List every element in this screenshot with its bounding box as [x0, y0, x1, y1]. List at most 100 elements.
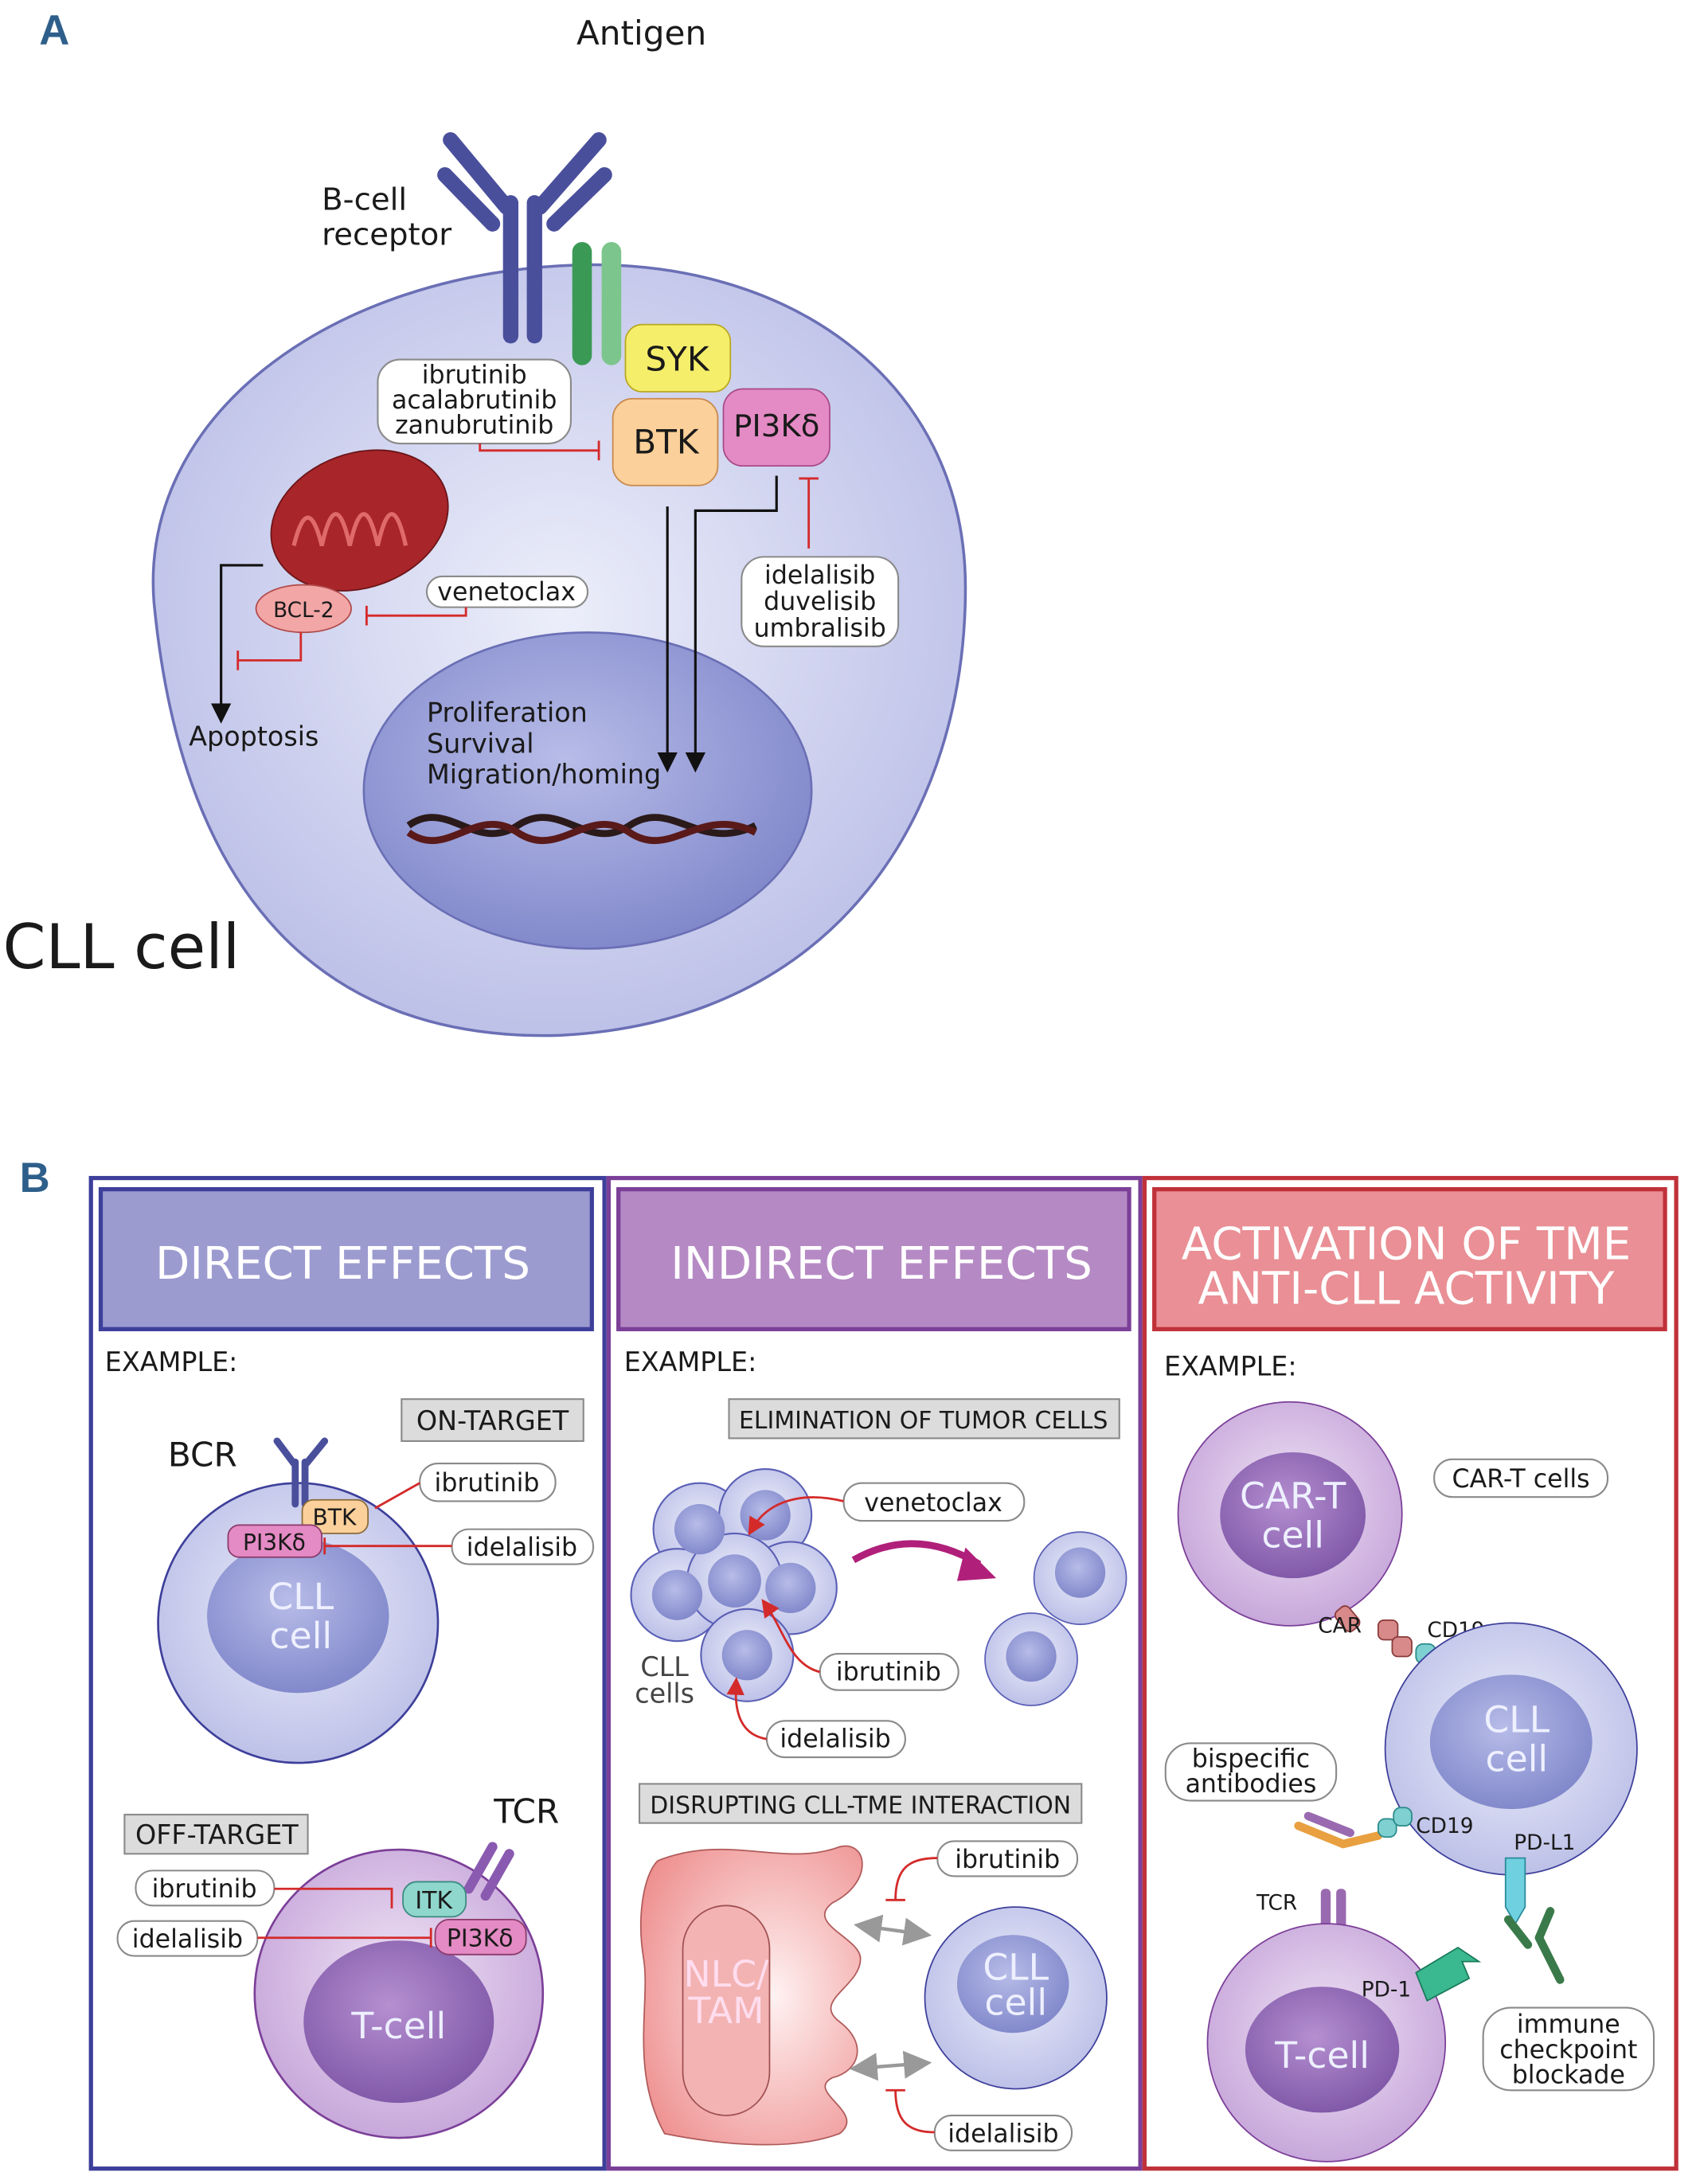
- dna-icon: [406, 814, 757, 845]
- bcr-icon: [437, 132, 612, 344]
- nucleus: [303, 1940, 494, 2104]
- coreceptor-icon: [572, 242, 622, 365]
- elimination-arrow: [851, 1540, 982, 1568]
- ibrutinib-label: ibrutinib: [152, 1875, 257, 1904]
- example-label: EXAMPLE:: [105, 1346, 238, 1377]
- bcl2-label: BCL-2: [273, 599, 334, 623]
- nucleus: [1220, 1451, 1366, 1579]
- nucleus: [956, 1935, 1069, 2034]
- syk-label: SYK: [645, 340, 710, 379]
- inhibition-line: [885, 1857, 938, 1901]
- activation-header: [1152, 1186, 1667, 1331]
- arrow: [726, 1677, 768, 1741]
- nucleus: [1245, 1987, 1400, 2113]
- disrupting-label: DISRUPTING CLL-TME INTERACTION: [650, 1791, 1071, 1819]
- pi3k-label: PI3Kδ: [733, 408, 819, 444]
- panel-b: B DIRECT EFFECTS INDIRECT EFFECTS ACTIVA…: [20, 1155, 1679, 2171]
- cll-cell-label: CLL cell: [3, 912, 240, 983]
- disrupting-tag: [638, 1783, 1083, 1824]
- pd-1-label: PD-1: [1362, 1979, 1411, 2002]
- syk-node: [624, 323, 732, 393]
- off-target-label: OFF-TARGET: [135, 1819, 299, 1850]
- on-target-tag: [401, 1398, 584, 1442]
- nucleus: [1054, 1547, 1106, 1598]
- t-cell-label: T-cell: [1274, 2034, 1370, 2077]
- bcl2-inhibition-line: [236, 632, 303, 670]
- pi3k-node: [434, 1919, 527, 1955]
- btk-node: [612, 397, 719, 486]
- bispecific-box: [1164, 1742, 1338, 1802]
- ibrutinib-label: ibrutinib: [435, 1469, 540, 1498]
- idelalisib-label: idelalisib: [132, 1925, 243, 1954]
- activation-frame: [1142, 1175, 1679, 2171]
- itk-node: [402, 1881, 467, 1918]
- car-t-cells-box: [1433, 1458, 1609, 1498]
- inhibition-line: [885, 2088, 935, 2134]
- pi3k-label: PI3Kδ: [243, 1530, 306, 1556]
- direct-effects-frame: [88, 1175, 607, 2171]
- panel-b-label: B: [20, 1155, 50, 1201]
- elimination-tag: [728, 1398, 1120, 1440]
- tcr-label: TCR: [1256, 1892, 1297, 1916]
- interaction-arrow: [849, 2050, 932, 2081]
- pi3k-node: [722, 388, 830, 467]
- ibrutinib-label: ibrutinib: [955, 1846, 1060, 1874]
- venetoclax-label: venetoclax: [437, 578, 576, 607]
- inhibition-line: [257, 1928, 432, 1948]
- direct-effects-header: [98, 1186, 594, 1331]
- cll-cell-cluster: [630, 1468, 838, 1702]
- arrow: [761, 1599, 821, 1674]
- venetoclax-inhibition-line: [365, 605, 467, 626]
- btk-label: BTK: [313, 1504, 358, 1530]
- pd-l1-label: PD-L1: [1514, 1831, 1575, 1855]
- checkpoint-box: [1482, 2006, 1655, 2092]
- pi3k-signal-arrow: [685, 475, 778, 773]
- apoptosis-arrow: [210, 564, 264, 724]
- cd19-label: CD19: [1416, 1815, 1473, 1838]
- indirect-effects-header: [616, 1186, 1131, 1331]
- bcr-icon: [273, 1437, 329, 1508]
- venetoclax-box: [425, 575, 589, 608]
- car-receptor-icon: [1334, 1605, 1413, 1658]
- mitochondrion-icon: [270, 449, 449, 592]
- example-label: EXAMPLE:: [624, 1346, 757, 1377]
- idelalisib-label: idelalisib: [780, 1725, 890, 1754]
- tcr-icon: [463, 1842, 514, 1901]
- idelalisib-label: idelalisib: [948, 2120, 1058, 2148]
- indirect-effects-frame: [606, 1175, 1143, 2171]
- nucleus: [1006, 1631, 1057, 1682]
- arrow: [748, 1496, 844, 1536]
- interaction-arrow: [854, 1914, 932, 1946]
- antigen-label: Antigen: [576, 14, 706, 53]
- pd-1-icon: [1415, 1946, 1482, 2002]
- venetoclax-box: [842, 1482, 1026, 1522]
- btk-inhibition-line: [479, 440, 600, 461]
- nucleus: [1429, 1674, 1593, 1810]
- pi3k-label: PI3Kδ: [447, 1924, 514, 1952]
- checkpoint-antibody-icon: [1503, 1907, 1565, 1984]
- off-target-tag: [123, 1814, 309, 1855]
- ibrutinib-box: [419, 1462, 557, 1502]
- ibrutinib-label: ibrutinib: [836, 1658, 941, 1686]
- btk-node: [301, 1498, 369, 1534]
- nucleus: [362, 631, 813, 950]
- inhibition-line: [374, 1482, 420, 1510]
- pi3k-node: [227, 1524, 323, 1558]
- cd19-icon: [1377, 1807, 1413, 1838]
- pd-l1-icon: [1504, 1857, 1526, 1925]
- venetoclax-label: venetoclax: [864, 1489, 1002, 1518]
- tcr-label: TCR: [493, 1792, 559, 1831]
- bcr-label: BCR: [168, 1436, 237, 1475]
